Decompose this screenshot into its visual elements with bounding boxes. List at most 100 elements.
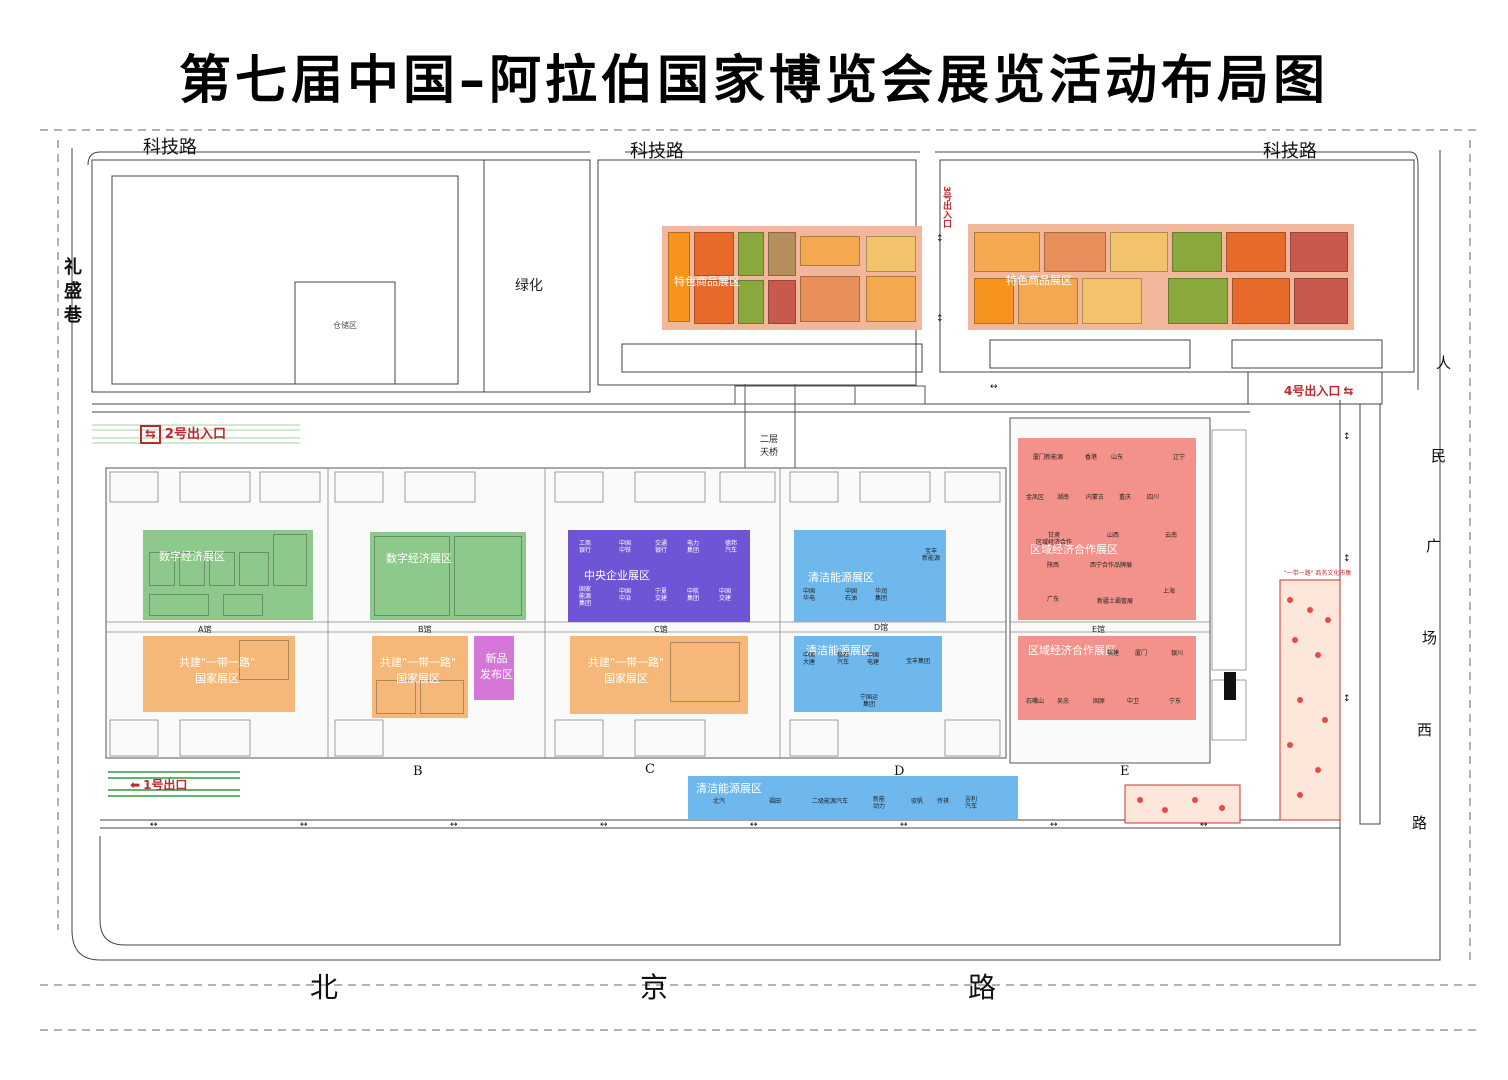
road-keji-mid: 科技路 xyxy=(630,141,684,162)
booth-regional_bottom-2: 银川 xyxy=(1170,650,1183,657)
exit1-label: ⬅1号出口 xyxy=(130,778,188,792)
hall-c-letter: C xyxy=(645,762,655,777)
booth-outdoor-1: 福田 xyxy=(768,798,781,805)
road-renmin-4: 场 xyxy=(1422,629,1438,647)
zone-digital-b: 数字经济展区 xyxy=(370,532,526,620)
booth-regional_top-2: 山东 xyxy=(1110,454,1123,461)
zone-specialty-left-label: 特色商品展区 xyxy=(674,275,740,288)
hall-b-letter: B xyxy=(413,764,423,779)
booth-regional_top-1: 香港 xyxy=(1084,454,1097,461)
zone-clean-bottom-label: 清洁能源展区 xyxy=(806,644,872,657)
zone-specialty-left: 特色商品展区 xyxy=(662,226,922,330)
booth-clean_bottom-2: 中国 电建 xyxy=(866,652,879,666)
zone-regional-bottom-label: 区域经济合作展区 xyxy=(1028,644,1116,657)
road-dash-lines xyxy=(40,129,1480,1031)
direction-arrow-icon: ↔ xyxy=(150,820,158,830)
booth-regional_top-14: 广东 xyxy=(1046,596,1059,603)
booth-outdoor-4: 驭帆 xyxy=(910,798,923,805)
booth-clean_top-1: 中国 石油 xyxy=(844,588,857,602)
zone-launch: 新品 发布区 xyxy=(474,636,514,700)
road-beijing-1: 北 xyxy=(310,971,339,1004)
direction-arrow-icon: ↔ xyxy=(300,820,308,830)
booth-central-2: 交通 银行 xyxy=(654,540,667,554)
zone-clean-top-label: 清洁能源展区 xyxy=(808,571,874,584)
booth-clean_top-2: 华润 集团 xyxy=(874,588,887,602)
direction-arrow-icon: ↔ xyxy=(990,382,998,392)
hall-e-label: E馆 xyxy=(1092,625,1106,634)
direction-arrow-icon: ↔ xyxy=(600,820,608,830)
greenery-label: 绿化 xyxy=(515,278,543,294)
booth-clean_top-0: 中国 华电 xyxy=(802,588,815,602)
booth-central-5: 国家 能源 集团 xyxy=(578,586,591,607)
booth-clean_bottom-4: 宁国运 集团 xyxy=(859,694,878,708)
booth-outdoor-3: 新能 动力 xyxy=(872,796,885,810)
direction-arrow-icon: ↔ xyxy=(900,820,908,830)
booth-regional_top-6: 内蒙古 xyxy=(1085,494,1104,501)
booth-regional_bottom-4: 吴忠 xyxy=(1056,698,1069,705)
skybridge xyxy=(734,384,926,468)
zone-digital-b-label: 数字经济展区 xyxy=(386,552,452,565)
booth-outdoor-5: 传祺 xyxy=(936,798,949,805)
direction-arrow-icon: ↕ xyxy=(1343,694,1351,704)
zone-br-b-label: 共建"一带一路" 国家展区 xyxy=(380,656,457,685)
exit1-stripes xyxy=(108,771,240,797)
direction-arrow-icon: ↕ xyxy=(1343,432,1351,442)
hall-d-label: D馆 xyxy=(874,623,889,632)
site-boundary xyxy=(71,148,1441,961)
zone-clean-bottom: 清洁能源展区 xyxy=(794,636,942,712)
booth-clean_bottom-0: 中国 大唐 xyxy=(802,652,815,666)
hall-b-label: B馆 xyxy=(418,625,432,634)
road-renmin-2: 民 xyxy=(1431,447,1447,465)
zone-launch-label: 新品 发布区 xyxy=(480,652,513,681)
booth-central-8: 中航 集团 xyxy=(686,588,699,602)
market-dots xyxy=(1137,597,1331,813)
road-renmin-1: 人 xyxy=(1436,354,1452,372)
exit2-label: ⇆2号出入口 xyxy=(140,423,226,444)
direction-arrow-icon: ↔ xyxy=(1200,820,1208,830)
exit2-stripes xyxy=(92,424,300,444)
zone-br-a: 共建"一带一路" 国家展区 xyxy=(143,636,295,712)
booth-regional_top-8: 四川 xyxy=(1146,494,1159,501)
booth-regional_bottom-7: 宁东 xyxy=(1168,698,1181,705)
storage-label: 仓储区 xyxy=(333,321,357,330)
booth-regional_top-5: 湖南 xyxy=(1056,494,1069,501)
road-keji-right: 科技路 xyxy=(1263,141,1317,162)
road-renmin-3: 广 xyxy=(1426,537,1442,555)
exit2-arrow-icon: ⇆ xyxy=(140,425,161,444)
zone-regional-top-label: 区域经济合作展区 xyxy=(1030,543,1118,556)
hall-a-label: A馆 xyxy=(198,625,212,634)
booth-central-7: 宁夏 交建 xyxy=(654,588,667,602)
zone-regional-top: 区域经济合作展区 xyxy=(1018,438,1196,620)
hall-e-letter: E xyxy=(1120,764,1130,779)
road-renmin-6: 路 xyxy=(1412,814,1428,832)
direction-arrow-icon: ↔ xyxy=(750,820,758,830)
skybridge-label: 二层 天桥 xyxy=(760,435,779,458)
zone-clean-top: 清洁能源展区 xyxy=(794,530,946,622)
side-market xyxy=(1279,579,1341,821)
zone-specialty-right: 特色商品展区 xyxy=(968,224,1354,330)
zone-central-label: 中央企业展区 xyxy=(584,569,650,582)
zone-central: 中央企业展区 xyxy=(568,530,750,622)
direction-arrow-icon: ↕ xyxy=(1343,554,1351,564)
booth-regional_top-0: 厦门新能源 xyxy=(1032,454,1063,461)
booth-regional_bottom-6: 中卫 xyxy=(1126,698,1139,705)
hall-d-letter: D xyxy=(894,764,905,779)
zone-clean-outdoor-label: 清洁能源展区 xyxy=(696,782,762,795)
booth-regional_bottom-5: 固原 xyxy=(1092,698,1105,705)
booth-regional_top-3: 辽宁 xyxy=(1172,454,1185,461)
booth-regional_top-4: 金凤区 xyxy=(1025,494,1044,501)
booth-regional_top-11: 山西 xyxy=(1106,532,1119,539)
booth-central-9: 中国 交建 xyxy=(718,588,731,602)
small-market xyxy=(1124,784,1241,824)
booth-outdoor-2: 二级能源汽车 xyxy=(811,798,848,805)
br-market-label: "一带一路" 商务文化市集 xyxy=(1284,570,1352,577)
road-beijing-3: 路 xyxy=(968,971,997,1004)
booth-regional_bottom-1: 厦门 xyxy=(1134,650,1147,657)
exit4-arrow-icon: ⇆ xyxy=(1343,384,1354,398)
road-beijing-2: 京 xyxy=(640,971,669,1004)
exit3-label: 3号出入口 xyxy=(941,186,951,229)
zone-specialty-right-label: 特色商品展区 xyxy=(1006,274,1072,287)
booth-regional_top-13: 西宁合作品牌展 xyxy=(1089,562,1132,569)
booth-central-0: 工商 银行 xyxy=(578,540,591,554)
